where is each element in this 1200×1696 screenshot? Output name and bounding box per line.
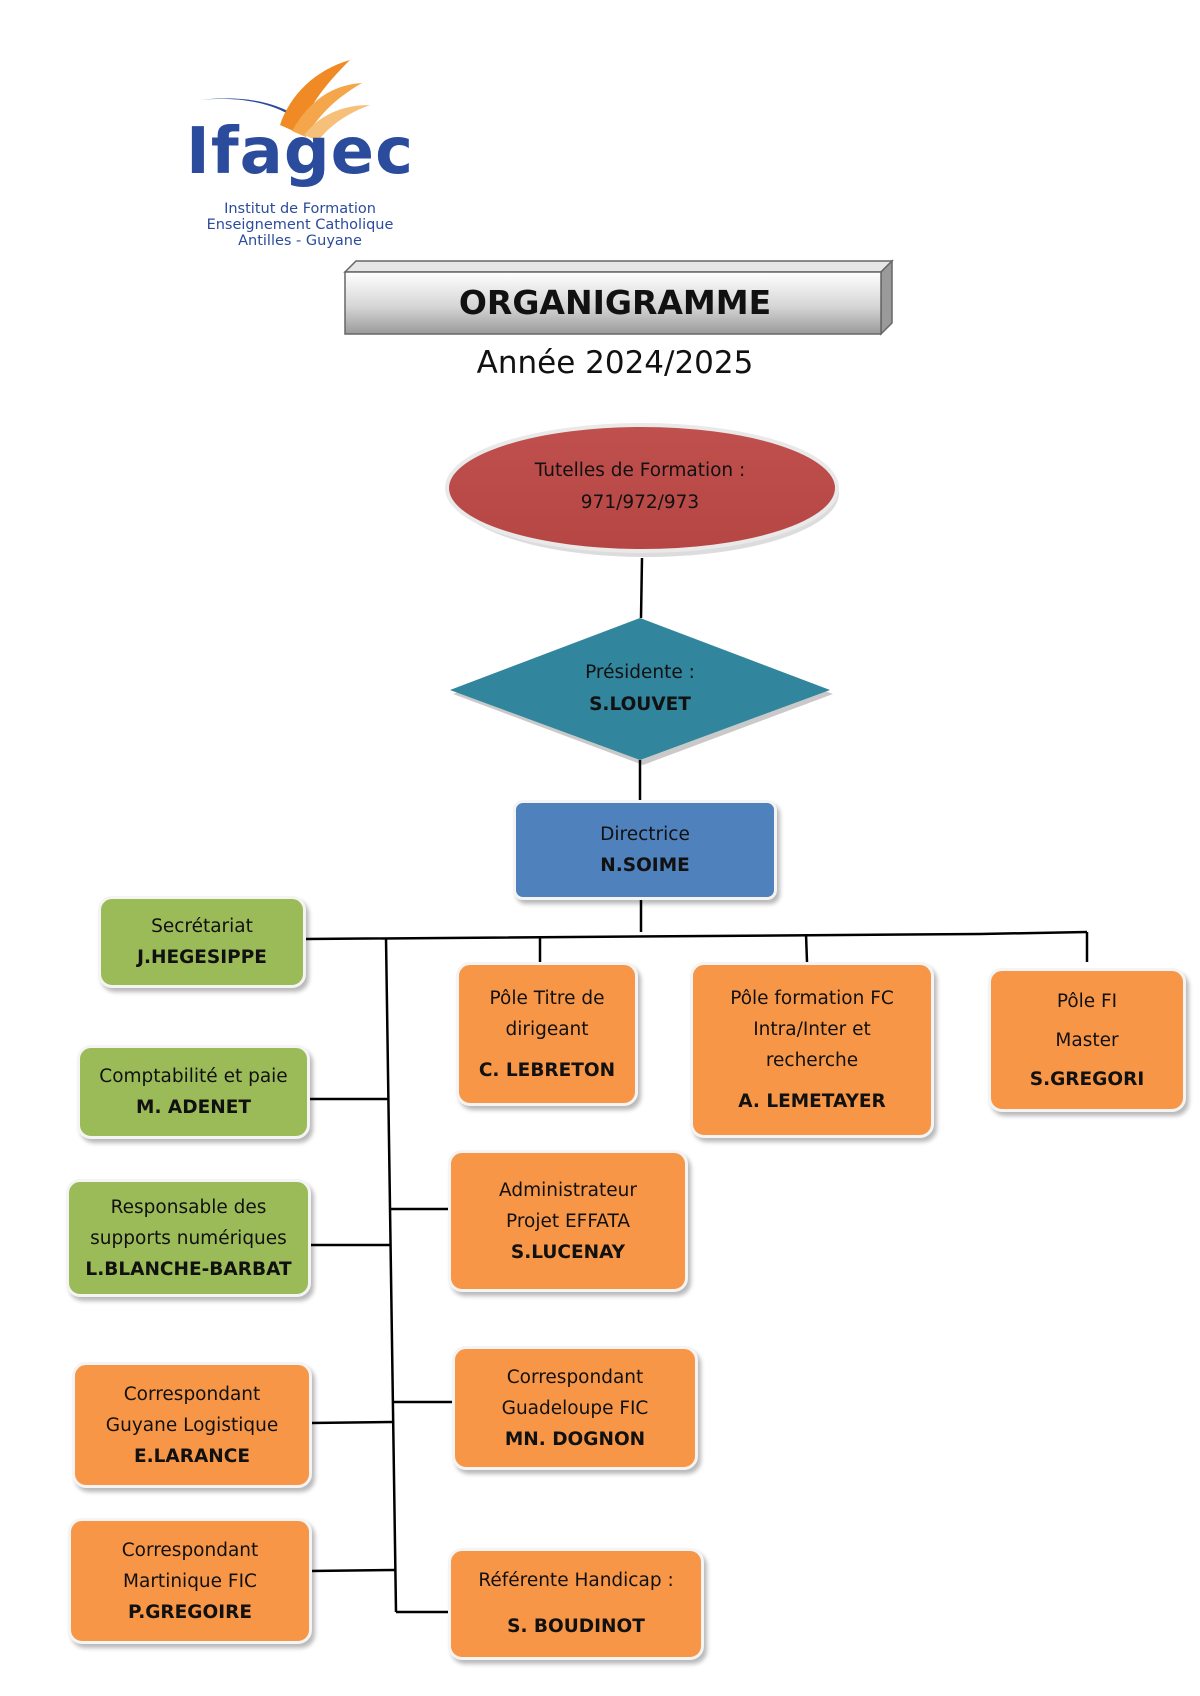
- guadeloupe-role-1: Correspondant: [506, 1366, 644, 1388]
- martinique-node: Correspondant Martinique FIC P.GREGOIRE: [68, 1518, 312, 1644]
- pole-fi-node: Pôle FI Master S.GREGORI: [988, 968, 1186, 1112]
- pole-fi-role-1: Pôle FI: [1056, 990, 1118, 1012]
- presidente-role: Présidente :: [585, 662, 695, 683]
- guadeloupe-role-2: Guadeloupe FIC: [501, 1397, 649, 1419]
- presidente-node: Présidente : S.LOUVET: [510, 657, 770, 721]
- directrice-node: Directrice N.SOIME: [513, 800, 777, 900]
- pole-titre-name: C. LEBRETON: [478, 1059, 616, 1081]
- title-banner: ORGANIGRAMME: [345, 272, 885, 334]
- directrice-role: Directrice: [600, 824, 690, 845]
- tutelles-oval: [445, 423, 839, 553]
- martinique-name: P.GREGOIRE: [128, 1601, 252, 1623]
- pole-fc-role-2: Intra/Inter et: [753, 1019, 871, 1040]
- pole-fi-role-2: Master: [1055, 1029, 1119, 1051]
- numerique-node: Responsable des supports numériques L.BL…: [66, 1179, 311, 1297]
- guadeloupe-node: Correspondant Guadeloupe FIC MN. DOGNON: [452, 1346, 698, 1470]
- pole-fc-node: Pôle formation FC Intra/Inter et recherc…: [690, 962, 934, 1138]
- ifagec-logo: Ifagec Institut de Formation Enseignemen…: [180, 55, 440, 255]
- guyane-name: E.LARANCE: [133, 1445, 251, 1467]
- logo-tagline-1: Institut de Formation: [224, 201, 376, 217]
- numerique-role-1: Responsable des: [110, 1196, 267, 1218]
- comptabilite-role: Comptabilité et paie: [99, 1066, 288, 1087]
- handicap-role: Référente Handicap :: [478, 1570, 674, 1591]
- pole-titre-role-1: Pôle Titre de: [489, 987, 605, 1009]
- pole-titre-node: Pôle Titre de dirigeant C. LEBRETON: [456, 962, 638, 1106]
- martinique-role-2: Martinique FIC: [123, 1570, 257, 1592]
- guyane-role-2: Guyane Logistique: [105, 1414, 279, 1436]
- numerique-name: L.BLANCHE-BARBAT: [85, 1258, 292, 1280]
- tutelles-line-2: 971/972/973: [580, 492, 700, 513]
- pole-titre-role-2: dirigeant: [505, 1018, 589, 1040]
- title-banner-shape: [343, 259, 894, 336]
- presidente-name: S.LOUVET: [589, 694, 691, 715]
- numerique-role-2: supports numériques: [90, 1227, 287, 1249]
- logo-wordmark: Ifagec: [186, 115, 414, 189]
- comptabilite-node: Comptabilité et paie M. ADENET: [77, 1045, 310, 1139]
- martinique-role-1: Correspondant: [121, 1539, 259, 1561]
- page-title: ORGANIGRAMME: [458, 283, 772, 322]
- effata-name: S.LUCENAY: [510, 1241, 626, 1263]
- comptabilite-name: M. ADENET: [136, 1097, 251, 1118]
- pole-fc-name: A. LEMETAYER: [738, 1091, 886, 1112]
- presidente-diamond: [450, 618, 830, 760]
- guyane-role-1: Correspondant: [123, 1383, 261, 1405]
- secretariat-role: Secrétariat: [151, 916, 253, 937]
- pole-fc-role-1: Pôle formation FC: [730, 988, 894, 1009]
- effata-role-2: Projet EFFATA: [505, 1210, 631, 1232]
- page-subtitle-year: Année 2024/2025: [476, 345, 754, 381]
- effata-role-1: Administrateur: [499, 1179, 637, 1201]
- tutelles-node: Tutelles de Formation : 971/972/973: [470, 455, 810, 519]
- handicap-name: S. BOUDINOT: [507, 1616, 645, 1637]
- pole-fc-role-3: recherche: [765, 1050, 859, 1071]
- logo-tagline-3: Antilles - Guyane: [238, 233, 362, 249]
- guadeloupe-name: MN. DOGNON: [504, 1428, 646, 1450]
- handicap-node: Référente Handicap : S. BOUDINOT: [448, 1548, 704, 1660]
- connector-lines: [305, 557, 1089, 1614]
- guyane-node: Correspondant Guyane Logistique E.LARANC…: [72, 1362, 312, 1488]
- secretariat-name: J.HEGESIPPE: [137, 947, 267, 968]
- logo-tagline-2: Enseignement Catholique: [206, 217, 394, 233]
- tutelles-line-1: Tutelles de Formation :: [534, 460, 746, 481]
- logo-swoosh-icon: [200, 60, 370, 141]
- pole-fi-name: S.GREGORI: [1029, 1068, 1145, 1090]
- secretariat-node: Secrétariat J.HEGESIPPE: [98, 896, 306, 988]
- directrice-name: N.SOIME: [600, 855, 690, 876]
- effata-node: Administrateur Projet EFFATA S.LUCENAY: [448, 1150, 688, 1292]
